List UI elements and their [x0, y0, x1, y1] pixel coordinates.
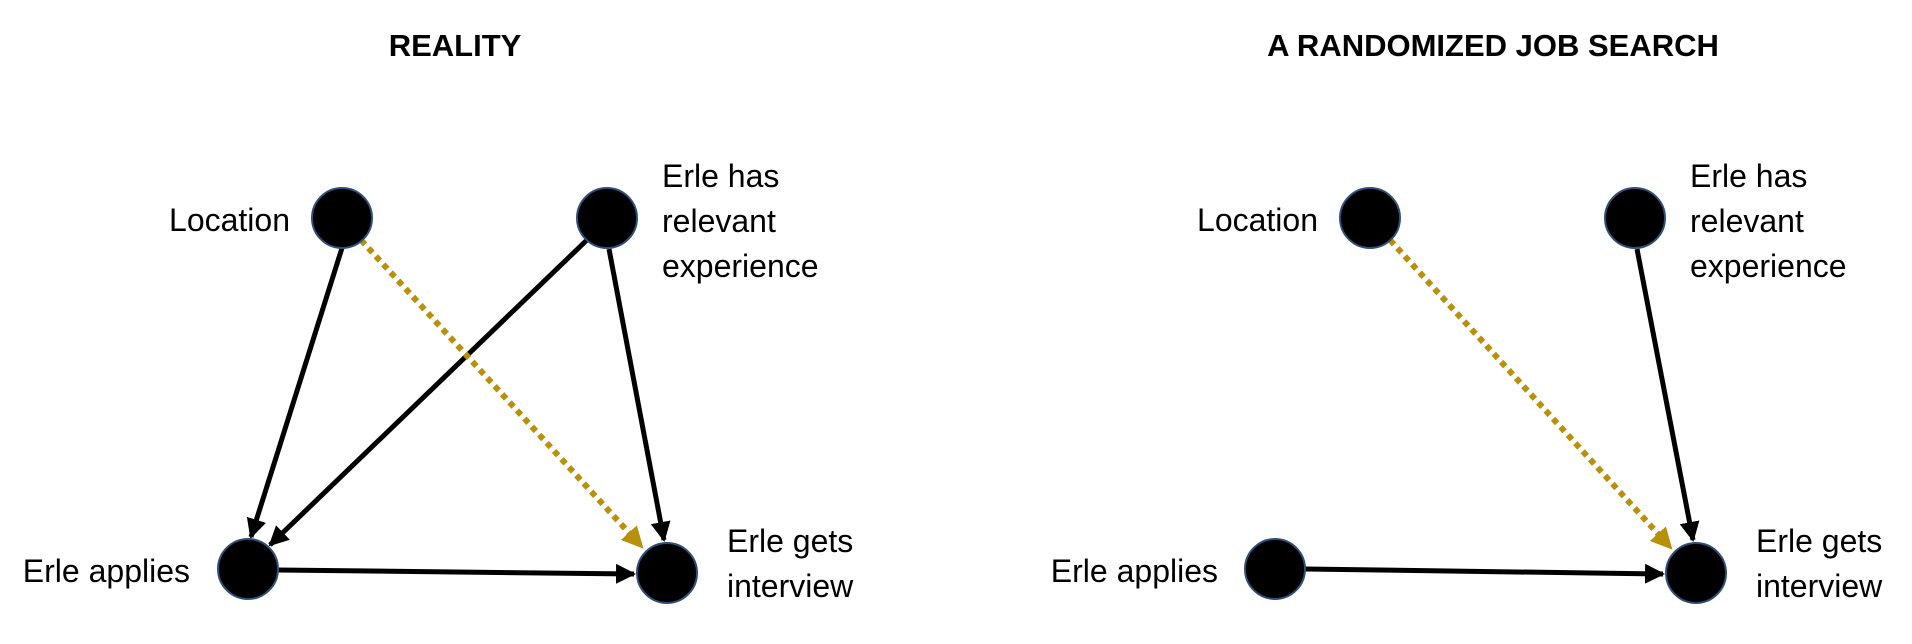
edges [1304, 237, 1700, 584]
label-interview-line2: interview [727, 568, 854, 604]
node-applies [1244, 538, 1306, 600]
label-location: Location [1197, 202, 1318, 238]
label-applies: Erle applies [23, 553, 190, 589]
node-labels: Location Erle has relevant experience Er… [23, 158, 854, 604]
edge-experience-to-interview [1634, 248, 1700, 542]
node-applies [217, 538, 279, 600]
label-experience-line1: Erle has [1690, 158, 1807, 194]
edge-location-to-interview-dotted [1387, 237, 1674, 551]
edges [246, 236, 671, 584]
node-interview [636, 542, 698, 604]
edge-applies-to-interview [277, 563, 636, 584]
label-experience-line2: relevant [1690, 203, 1804, 239]
label-interview-line2: interview [1756, 568, 1883, 604]
label-experience-line1: Erle has [662, 158, 779, 194]
panel-reality: REALITY Location Erle has relevant exper… [23, 28, 854, 604]
node-location [1339, 187, 1401, 249]
node-experience [1604, 187, 1666, 249]
label-interview-line1: Erle gets [727, 523, 853, 559]
node-interview [1665, 542, 1727, 604]
panel-title: REALITY [389, 28, 522, 63]
edge-experience-to-applies [268, 236, 591, 547]
nodes [217, 187, 698, 604]
label-experience-line2: relevant [662, 203, 776, 239]
node-labels: Location Erle has relevant experience Er… [1051, 158, 1883, 604]
node-experience [576, 187, 638, 249]
edge-location-to-interview-dotted [358, 237, 645, 550]
panel-title: A RANDOMIZED JOB SEARCH [1267, 28, 1719, 63]
label-experience-line3: experience [1690, 248, 1847, 284]
edge-location-to-applies [246, 247, 345, 539]
edge-experience-to-interview [606, 248, 671, 542]
nodes [1244, 187, 1727, 604]
panel-randomized-job-search: A RANDOMIZED JOB SEARCH Location Erle ha… [1051, 28, 1883, 604]
node-location [311, 187, 373, 249]
label-interview-line1: Erle gets [1756, 523, 1882, 559]
label-experience-line3: experience [662, 248, 819, 284]
label-applies: Erle applies [1051, 553, 1218, 589]
label-location: Location [169, 202, 290, 238]
edge-applies-to-interview [1304, 563, 1665, 584]
